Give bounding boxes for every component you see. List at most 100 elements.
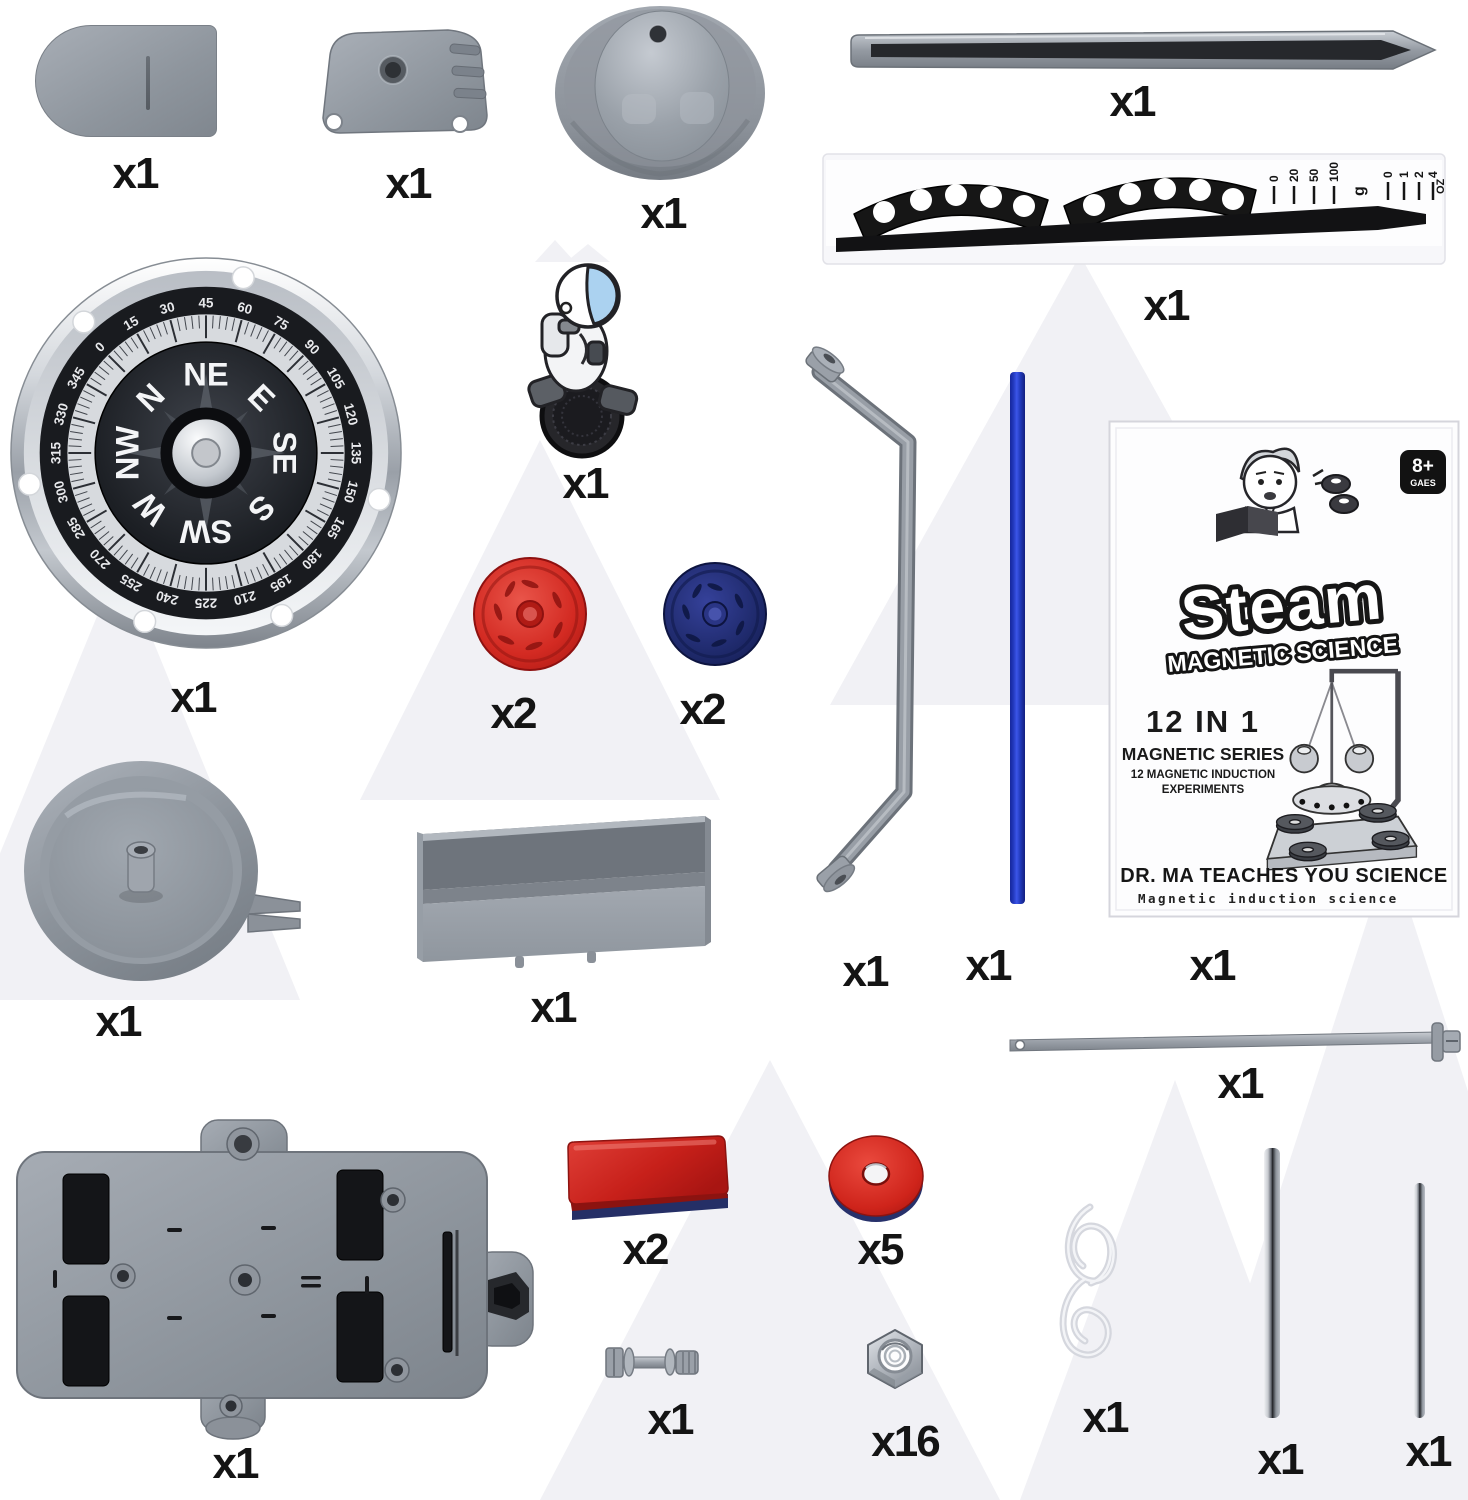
svg-text:12 IN 1: 12 IN 1 — [1146, 704, 1260, 739]
svg-text:135: 135 — [349, 442, 364, 465]
qty-label: x1 — [1082, 1393, 1130, 1442]
svg-text:20: 20 — [1287, 168, 1301, 182]
svg-text:12 MAGNETIC INDUCTION: 12 MAGNETIC INDUCTION — [1131, 769, 1275, 781]
svg-text:210: 210 — [232, 588, 257, 608]
string — [1045, 1195, 1145, 1375]
svg-text:SW: SW — [180, 513, 233, 550]
svg-text:225: 225 — [194, 596, 217, 611]
bell-dome-graphic — [555, 6, 765, 180]
svg-text:15: 15 — [121, 313, 142, 334]
svg-text:150: 150 — [341, 479, 361, 504]
svg-text:NE: NE — [183, 356, 228, 393]
svg-text:75: 75 — [271, 313, 292, 334]
svg-text:50: 50 — [1307, 168, 1321, 182]
booklet-boy-illustration — [1216, 447, 1359, 542]
booklet-tagline-sub: Magnetic induction science — [1138, 891, 1399, 906]
axle-bolt — [602, 1340, 712, 1390]
qty-label: x1 — [530, 983, 578, 1032]
pointer-bar-graphic — [850, 30, 1437, 70]
astronaut-figure — [518, 256, 646, 466]
qty-label: x1 — [212, 1439, 260, 1488]
booklet-device-illustration — [1266, 668, 1418, 871]
svg-text:1: 1 — [1397, 171, 1411, 178]
svg-text:30: 30 — [158, 299, 176, 317]
tray-box-graphic — [417, 816, 711, 968]
sticker-arc-1 — [853, 184, 1049, 243]
svg-text:60: 60 — [236, 299, 254, 317]
base-plate-graphic — [16, 1119, 534, 1440]
svg-text:240: 240 — [154, 588, 179, 608]
age-badge: 8+ GAES — [1400, 450, 1446, 494]
qty-label: x1 — [562, 459, 610, 508]
svg-text:0: 0 — [1267, 175, 1281, 182]
svg-text:2: 2 — [1412, 171, 1426, 178]
svg-text:4: 4 — [1426, 171, 1440, 178]
qty-label: x1 — [1109, 77, 1157, 126]
qty-label: x1 — [965, 941, 1013, 990]
sticker-arc-2 — [1063, 177, 1257, 235]
ring-magnet — [826, 1130, 926, 1231]
svg-text:OZ: OZ — [1435, 178, 1447, 194]
astronaut-graphic — [527, 263, 639, 459]
sticker-beam — [836, 206, 1426, 252]
qty-label: x1 — [385, 159, 433, 208]
sticker-scale-ounces: 0 1 2 4 OZ — [1381, 171, 1447, 200]
sticker-sheet-graphic: 0 20 50 100 g 0 1 2 4 OZ — [822, 153, 1447, 265]
svg-text:0: 0 — [1381, 171, 1395, 178]
tray-box — [415, 810, 713, 973]
red-disc-graphic — [473, 557, 587, 671]
svg-text:315: 315 — [48, 441, 63, 464]
axle-bolt-graphic — [605, 1347, 699, 1378]
qty-label: x1 — [1217, 1059, 1265, 1108]
compass-screw-holes — [17, 266, 391, 634]
booklet-tagline: DR. MA TEACHES YOU SCIENCE — [1120, 865, 1447, 887]
red-spinner-disc — [472, 556, 588, 677]
blue-straw — [1010, 372, 1025, 904]
link-rod-graphic — [1009, 1022, 1461, 1062]
hex-nut — [860, 1328, 930, 1397]
qty-label: x1 — [170, 673, 218, 722]
qty-label: x1 — [1257, 1435, 1305, 1484]
bar-magnet — [556, 1132, 736, 1232]
svg-text:EXPERIMENTS: EXPERIMENTS — [1162, 784, 1245, 796]
sticker-scale-grams: 0 20 50 100 g — [1267, 162, 1368, 204]
qty-label: x1 — [95, 997, 143, 1046]
end-cap-plate — [35, 25, 217, 137]
svg-text:100: 100 — [1327, 162, 1341, 182]
link-rod — [998, 1020, 1462, 1073]
ring-magnet-graphic — [828, 1135, 924, 1222]
svg-text:120: 120 — [341, 401, 361, 426]
compass-tick-ring — [68, 315, 344, 591]
qty-label: x1 — [1143, 281, 1191, 330]
qty-label: x1 — [640, 189, 688, 238]
blue-spinner-disc — [662, 561, 768, 672]
metal-rod-short — [1414, 1183, 1425, 1418]
cover-shell-graphic — [322, 29, 488, 134]
qty-label: x1 — [1405, 1427, 1453, 1476]
sticker-sheet: 0 20 50 100 g 0 1 2 4 OZ — [822, 150, 1448, 273]
svg-text:NW: NW — [109, 426, 146, 481]
svg-text:SE: SE — [266, 431, 303, 475]
instruction-booklet: 8+ GAES Steam MAGNETIC SCIENCE — [1108, 420, 1460, 923]
svg-text:330: 330 — [51, 401, 71, 426]
cover-shell — [300, 25, 492, 148]
string-graphic — [1059, 1203, 1117, 1359]
svg-text:GAES: GAES — [1410, 478, 1436, 488]
qty-label: x1 — [647, 1395, 695, 1444]
pointer-bar — [845, 22, 1445, 85]
qty-label: x2 — [679, 685, 727, 734]
svg-text:45: 45 — [199, 296, 214, 311]
qty-label: x5 — [857, 1225, 905, 1274]
support-arm — [798, 342, 948, 917]
hex-nut-graphic — [867, 1329, 923, 1389]
svg-text:MAGNETIC SERIES: MAGNETIC SERIES — [1122, 744, 1284, 764]
support-arm-graphic — [805, 346, 917, 893]
svg-text:8+: 8+ — [1412, 456, 1434, 477]
qty-label: x2 — [622, 1225, 670, 1274]
qty-label: x16 — [871, 1417, 940, 1466]
booklet-series-block: 12 IN 1 MAGNETIC SERIES 12 MAGNETIC INDU… — [1122, 704, 1284, 796]
plate-slot — [146, 56, 150, 110]
